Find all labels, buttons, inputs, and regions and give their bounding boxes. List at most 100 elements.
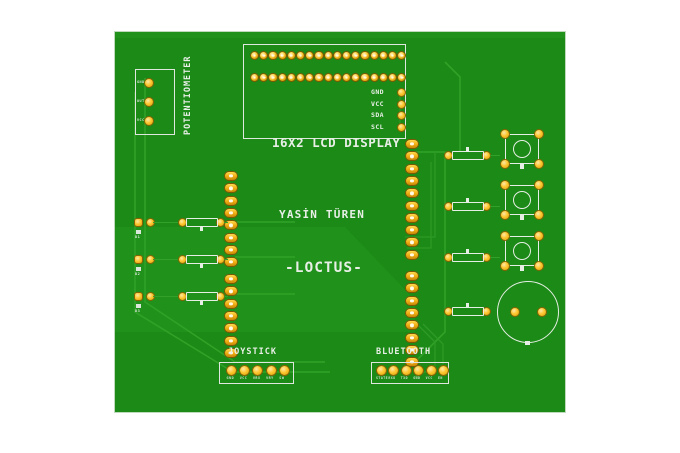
lcd-pad-r2-c4 (278, 74, 286, 82)
header-right-top-pad-1 (406, 140, 418, 148)
resistor-left-tab-1 (200, 227, 203, 231)
lcd-pad-r1-c2 (260, 52, 268, 60)
lcd-pad-r2-c12 (352, 74, 360, 82)
lcd-pad-r1-c13 (361, 52, 369, 60)
bluetooth-pin-label-en: EN (438, 375, 443, 380)
bluetooth-pad-vcc (426, 366, 436, 375)
joystick-pad-vcc (240, 366, 250, 375)
joystick-pad-sw (279, 366, 289, 375)
bluetooth-pad-state (377, 366, 386, 375)
lcd-pad-r1-c4 (278, 52, 286, 60)
led-marker-2 (136, 267, 141, 271)
lcd-pad-r2-c2 (260, 74, 268, 82)
resistor-right-tab-2 (466, 198, 469, 202)
potentiometer-pad-3 (145, 117, 153, 125)
lcd-pad-r2-c8 (315, 74, 323, 82)
button-outline-3 (505, 236, 539, 266)
buzzer-tab (525, 341, 530, 345)
resistor-left-tab-3 (200, 301, 203, 305)
header-right-top-pad-7 (406, 213, 418, 222)
header-right-top-pad-10 (406, 250, 418, 259)
header-left-bottom-pad-6 (225, 336, 237, 345)
lcd-pad-r2-c3 (269, 74, 277, 82)
button-pad-1-2 (501, 181, 509, 189)
header-left-bottom-pad-3 (225, 299, 237, 308)
resistor-button-trace-3 (490, 257, 500, 259)
resistor-right-body-2 (452, 202, 484, 211)
button-pad-2-1 (535, 130, 543, 138)
lcd-pad-r2-c10 (333, 74, 341, 82)
bluetooth-outline (371, 362, 449, 384)
resistor-right-tab-4 (466, 303, 469, 307)
header-right-bottom-pad-4 (406, 308, 418, 317)
button-actuator-2 (513, 191, 531, 209)
brand-name: -LOCTUS- (285, 260, 363, 276)
button-pad-4-2 (535, 211, 543, 219)
potentiometer-pin-label-1: GND (137, 80, 145, 84)
header-left-bottom-pad-4 (225, 311, 237, 320)
button-pad-2-2 (535, 181, 543, 189)
i2c-pin-label-sda: SDA (371, 111, 384, 119)
joystick-pin-label-vry: VRY (266, 375, 274, 380)
bluetooth-pad-en (439, 366, 448, 375)
bluetooth-label: BLUETOOTH (376, 347, 432, 357)
joystick-pin-label-vrx: VRX (252, 375, 261, 380)
resistor-right-pad-b-2 (483, 203, 490, 210)
resistor-button-trace-2 (490, 206, 500, 208)
resistor-right-body-3 (452, 253, 484, 262)
resistor-right-pad-a-1 (445, 152, 452, 159)
button-actuator-3 (513, 242, 531, 260)
potentiometer-pad-2 (145, 98, 153, 106)
i2c-pin-label-scl: SCL (371, 122, 384, 131)
potentiometer-pad-1 (145, 79, 153, 87)
lcd-pad-r1-c5 (287, 52, 295, 60)
header-left-bottom-pad-5 (225, 324, 237, 333)
header-left-top-pad-5 (225, 221, 237, 230)
header-right-bottom-pad-6 (406, 333, 418, 342)
lcd-pad-r1-c7 (306, 52, 314, 60)
button-outline-1 (505, 134, 539, 164)
lcd-pad-r2-c7 (306, 74, 314, 82)
button-pad-4-1 (535, 160, 543, 168)
joystick-label: JOYSTICK (228, 347, 277, 357)
lcd-pad-r2-c9 (324, 74, 332, 82)
header-left-top-pad-4 (225, 208, 237, 217)
potentiometer-label: POTENTIOMETER (183, 55, 193, 135)
i2c-pad-sda (398, 112, 405, 119)
lcd-pad-r1-c3 (269, 52, 277, 60)
joystick-pad-vrx (253, 366, 263, 375)
lcd-pad-r2-c1 (251, 74, 259, 82)
buzzer-pad-2 (538, 308, 546, 316)
resistor-button-trace-1 (490, 155, 500, 157)
led-resistor-trace-2 (153, 259, 181, 261)
header-left-top-pad-1 (225, 172, 237, 180)
led-ref-2: D2 (135, 272, 141, 276)
led-pad-anode-2 (135, 256, 142, 263)
copper-pour-regions (115, 32, 565, 378)
resistor-header-trace-3 (224, 296, 228, 298)
i2c-pin-label-gnd: GND (371, 88, 384, 96)
lcd-pad-r2-c6 (297, 74, 305, 82)
lcd-pad-r2-c5 (287, 74, 295, 82)
header-right-top-pad-2 (406, 152, 418, 161)
header-right-bottom-pad-2 (406, 284, 418, 293)
lcd-pad-r1-c16 (389, 52, 397, 60)
i2c-pad-vcc (398, 100, 405, 108)
led-resistor-trace-3 (153, 296, 181, 298)
lcd-pad-r2-c13 (361, 74, 369, 82)
header-left-top-pad-3 (225, 196, 237, 205)
header-right-top-pad-3 (406, 164, 418, 173)
resistor-left-tab-2 (200, 264, 203, 268)
header-right-top-pad-9 (406, 238, 418, 247)
lcd-pad-r1-c15 (379, 52, 387, 60)
header-left-top-pad-6 (225, 233, 237, 242)
button-pad-4-3 (535, 262, 543, 270)
resistor-left-body-1 (186, 218, 218, 227)
resistor-header-trace-2 (224, 259, 228, 261)
lcd-pad-r1-c8 (315, 52, 323, 60)
lcd-pad-r2-c16 (389, 74, 397, 82)
i2c-pad-scl (398, 123, 405, 131)
resistor-right-pad-b-4 (483, 308, 490, 315)
resistor-header-trace-1 (224, 222, 228, 224)
